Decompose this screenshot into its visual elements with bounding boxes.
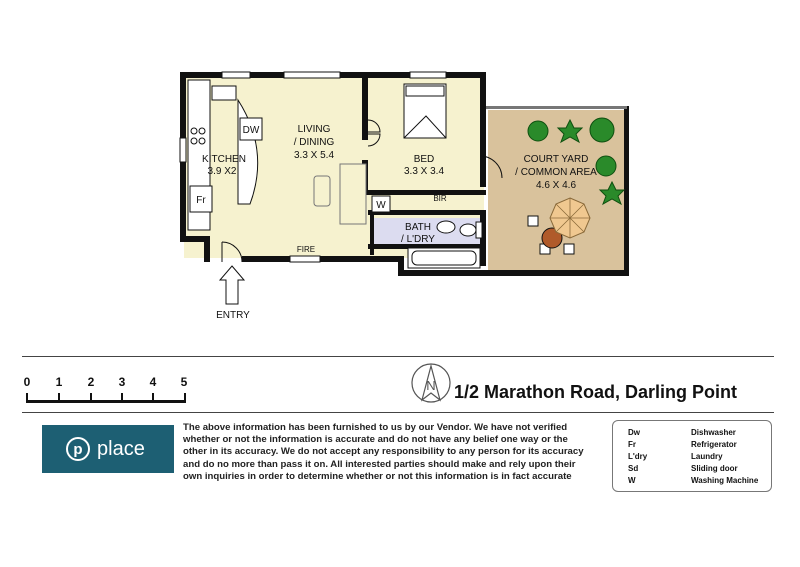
legend-meaning: Dishwasher	[691, 428, 736, 437]
plant-2	[556, 118, 584, 144]
legend-row: Fr Refrigerator	[628, 439, 771, 451]
legend-meaning: Laundry	[691, 452, 723, 461]
kitchen-sink	[211, 85, 237, 101]
sofa	[339, 163, 367, 225]
fridge	[189, 185, 213, 213]
dishwasher	[239, 117, 263, 141]
disclaimer-line: other in its accuracy. We do not accept …	[183, 446, 584, 458]
disclaimer-line: whether or not the information is accura…	[183, 434, 568, 446]
logo-mark: p	[66, 437, 90, 461]
washer-label: W	[376, 200, 386, 211]
legend-row: Sd Sliding door	[628, 463, 771, 475]
legend-row: W Washing Machine	[628, 475, 771, 487]
legend-abbr: Sd	[628, 464, 639, 473]
legend-abbr: W	[628, 476, 636, 485]
toilet-cistern	[475, 221, 483, 239]
bed-name: BED	[414, 154, 435, 165]
toilet	[459, 223, 477, 237]
disclaimer-line: own inquiries in order to determine whet…	[183, 470, 572, 482]
scale-tick-1: 1	[56, 375, 63, 389]
scale-tick-4: 4	[150, 375, 157, 389]
outdoor-table	[527, 197, 591, 255]
bed-dims: 3.3 X 3.4	[404, 166, 444, 177]
doors	[221, 119, 503, 263]
courtyard-dims: 4.6 X 4.6	[536, 180, 576, 191]
dishwasher-label: DW	[243, 125, 260, 136]
legend-abbr: L'dry	[628, 452, 648, 461]
entry-arrow-icon	[218, 265, 246, 305]
floor-plan: KITCHEN 3.9 X2 LIVING / DINING 3.3 X 5.4…	[179, 71, 629, 321]
kitchen-name: KITCHEN	[202, 154, 246, 165]
bath-name: BATH	[405, 222, 431, 233]
scale-tick-5: 5	[181, 375, 188, 389]
agency-logo: p place	[42, 425, 174, 473]
legend-abbr: Fr	[628, 440, 636, 449]
legend-meaning: Sliding door	[691, 464, 738, 473]
pillow	[405, 85, 445, 97]
kitchen-dims: 3.9 X2	[208, 166, 237, 177]
plants	[527, 117, 626, 206]
north-compass-icon: N	[411, 363, 451, 403]
living-dims: 3.3 X 5.4	[294, 150, 334, 161]
footer-top-rule	[22, 356, 774, 357]
legend-abbr: Dw	[628, 428, 640, 437]
plant-3	[589, 117, 615, 143]
plant-1	[527, 120, 549, 142]
courtyard-name: COURT YARD	[524, 154, 589, 165]
courtyard-name-2: / COMMON AREA	[515, 167, 597, 178]
scale-bar: 0 1 2 3 4 5	[24, 375, 188, 403]
living-name-2: / DINING	[294, 137, 335, 148]
footer-divider	[22, 412, 774, 413]
windows	[179, 71, 447, 263]
cooktop-icon	[190, 127, 206, 145]
property-address: 1/2 Marathon Road, Darling Point	[454, 382, 738, 402]
entry-label: ENTRY	[216, 310, 250, 321]
basin	[436, 220, 456, 234]
coffee-table	[313, 175, 331, 207]
plant-5	[598, 180, 626, 206]
legend-row: L'dry Laundry	[628, 451, 771, 463]
bir-label: BIR	[433, 194, 447, 203]
abbreviation-legend: Dw Dishwasher Fr Refrigerator L'dry Laundry…	[612, 420, 772, 492]
scale-tick-2: 2	[88, 375, 95, 389]
scale-tick-3: 3	[119, 375, 126, 389]
legend-row: Dw Dishwasher	[628, 427, 771, 439]
disclaimer-line: and do no more than pass it on. All inte…	[183, 458, 576, 470]
north-label: N	[426, 378, 435, 393]
fridge-label: Fr	[196, 195, 206, 206]
fire-label: FIRE	[297, 245, 315, 254]
plant-4	[595, 155, 617, 177]
bathtub-inner	[411, 250, 477, 266]
living-name: LIVING	[298, 124, 331, 135]
washing-machine	[371, 195, 391, 213]
bath-name-2: / L'DRY	[401, 234, 435, 245]
legend-meaning: Washing Machine	[691, 476, 759, 485]
scale-tick-0: 0	[24, 375, 31, 389]
legend-meaning: Refrigerator	[691, 440, 737, 449]
disclaimer: The above information has been furnished…	[183, 422, 607, 483]
bed-fold	[403, 115, 447, 139]
logo-wordmark: place	[97, 437, 145, 460]
disclaimer-line: The above information has been furnished…	[183, 422, 568, 433]
